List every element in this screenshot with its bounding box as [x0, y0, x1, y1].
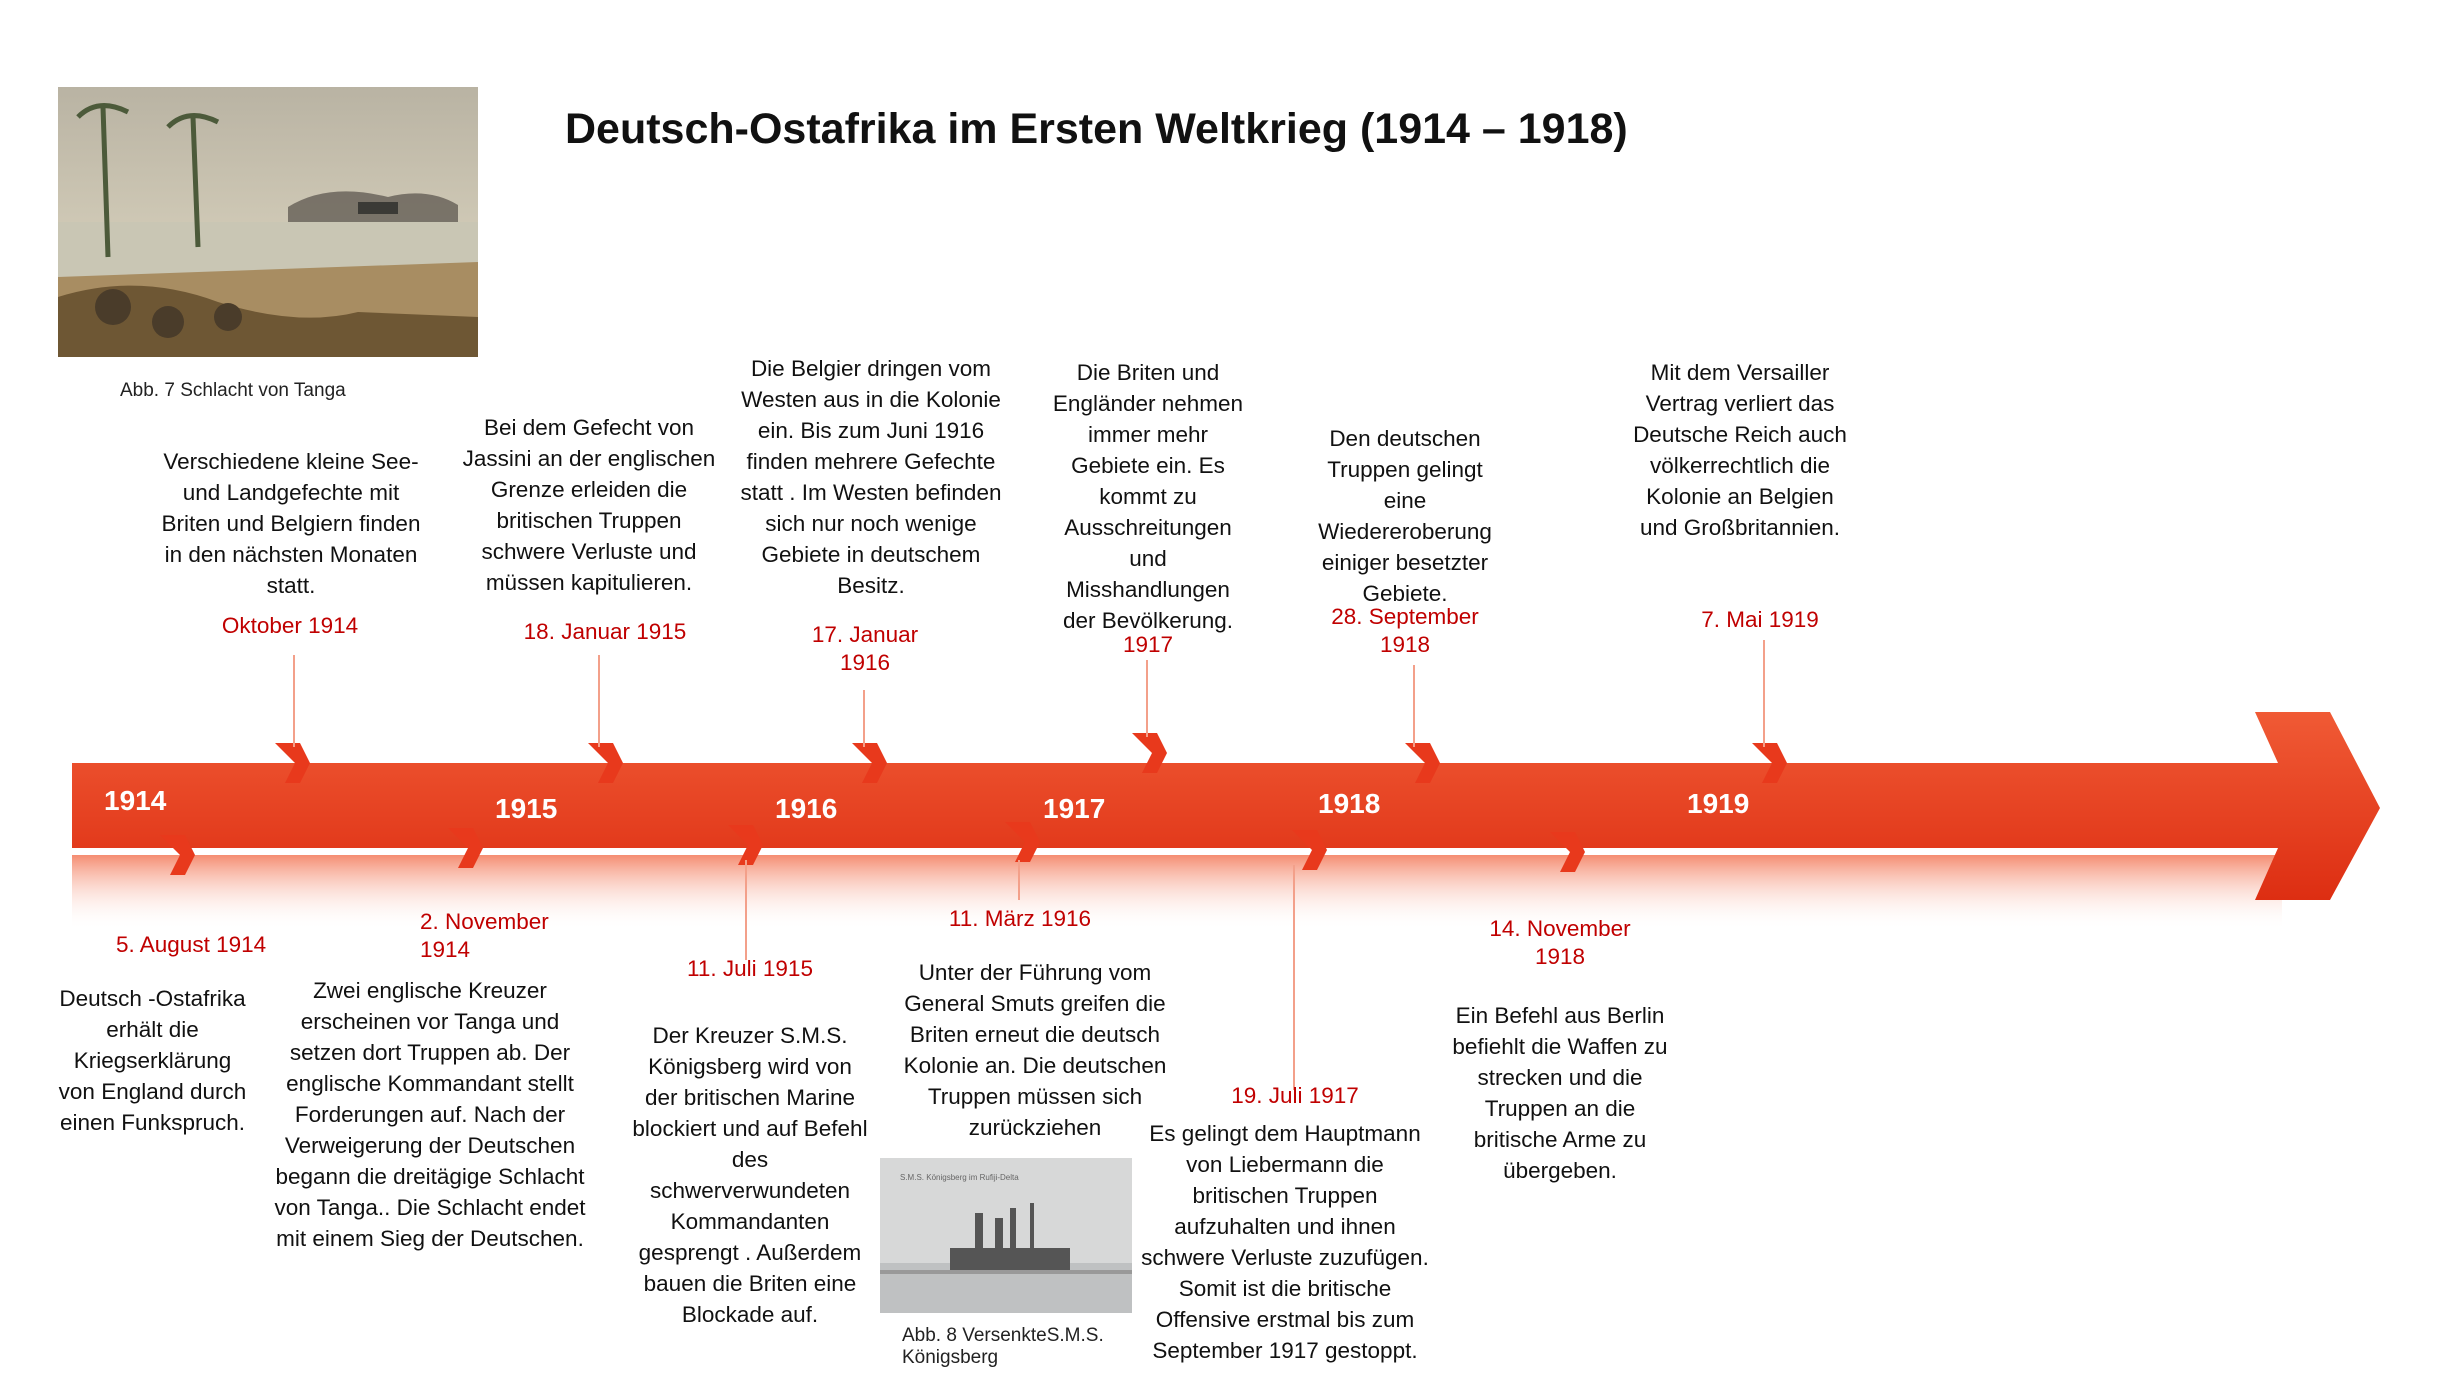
connector-juli-1915 [745, 860, 747, 960]
event-date-mai-1919: 7. Mai 1919 [1701, 607, 1819, 632]
event-text-november-1914: Zwei englische Kreuzer erscheinen vor Ta… [274, 978, 586, 1251]
connector-mai-1919 [1763, 640, 1765, 747]
tanga-image-caption: Abb. 7 Schlacht von Tanga [120, 380, 346, 401]
tanga-battle-image [58, 87, 478, 357]
year-label-1918: 1918 [1318, 788, 1381, 819]
event-date-september-1918: 28. September 1918 [1331, 604, 1479, 657]
event-date-1917: 1917 [1122, 632, 1174, 657]
event-date-november-1918: 14. November 1918 [1489, 916, 1631, 969]
event-date-januar-1915: 18. Januar 1915 [523, 619, 687, 644]
event-date-august-1914: 5. August 1914 [116, 932, 267, 957]
event-text-januar-1915: Bei dem Gefecht von Jassini an der engli… [462, 415, 716, 595]
event-text-oktober-1914: Verschiedene kleine See- und Landgefecht… [161, 449, 421, 598]
year-label-1919: 1919 [1687, 788, 1750, 819]
event-date-juli-1915: 11. Juli 1915 [687, 956, 813, 981]
event-text-1917: Die Briten und Engländer nehmen immer me… [1052, 360, 1244, 633]
connector-januar-1915 [598, 655, 600, 747]
connector-juli-1917 [1293, 865, 1295, 1090]
page-title: Deutsch-Ostafrika im Ersten Weltkrieg (1… [565, 105, 1628, 153]
year-label-1916: 1916 [775, 793, 838, 824]
koenigsberg-ship-image: S.M.S. Königsberg im Rufiji-Delta [880, 1158, 1132, 1313]
connector-maerz-1916 [1018, 860, 1020, 900]
event-date-juli-1917: 19. Juli 1917 [1231, 1083, 1359, 1108]
event-date-januar-1916: 17. Januar 1916 [811, 622, 919, 675]
koenigsberg-inner-text: S.M.S. Königsberg im Rufiji-Delta [900, 1173, 1019, 1182]
connector-januar-1916 [863, 690, 865, 747]
event-text-juli-1915: Der Kreuzer S.M.S. Königsberg wird von d… [632, 1023, 868, 1327]
year-label-1914: 1914 [104, 785, 167, 816]
event-text-november-1918: Ein Befehl aus Berlin befiehlt die Waffe… [1452, 1003, 1668, 1183]
event-date-oktober-1914: Oktober 1914 [221, 613, 359, 638]
connector-oktober-1914 [293, 655, 295, 747]
event-text-september-1918: Den deutschen Truppen gelingt eine Wiede… [1318, 426, 1492, 606]
event-text-juli-1917: Es gelingt dem Hauptmann von Liebermann … [1141, 1121, 1429, 1363]
year-label-1915: 1915 [495, 793, 558, 824]
event-text-mai-1919: Mit dem Versailler Vertrag verliert das … [1633, 360, 1847, 540]
event-date-maerz-1916: 11. März 1916 [948, 906, 1092, 931]
event-text-maerz-1916: Unter der Führung vom General Smuts grei… [903, 960, 1167, 1140]
connector-1917-top [1146, 660, 1148, 737]
year-label-1917: 1917 [1043, 793, 1106, 824]
connector-september-1918 [1413, 665, 1415, 747]
koenigsberg-image-caption: Abb. 8 VersenkteS.M.S. Königsberg [902, 1325, 1104, 1368]
event-date-november-1914: 2. November 1914 [420, 909, 549, 962]
event-text-januar-1916: Die Belgier dringen vom Westen aus in di… [740, 356, 1002, 598]
event-text-august-1914: Deutsch -Ostafrika erhält die Kriegserkl… [58, 986, 247, 1135]
